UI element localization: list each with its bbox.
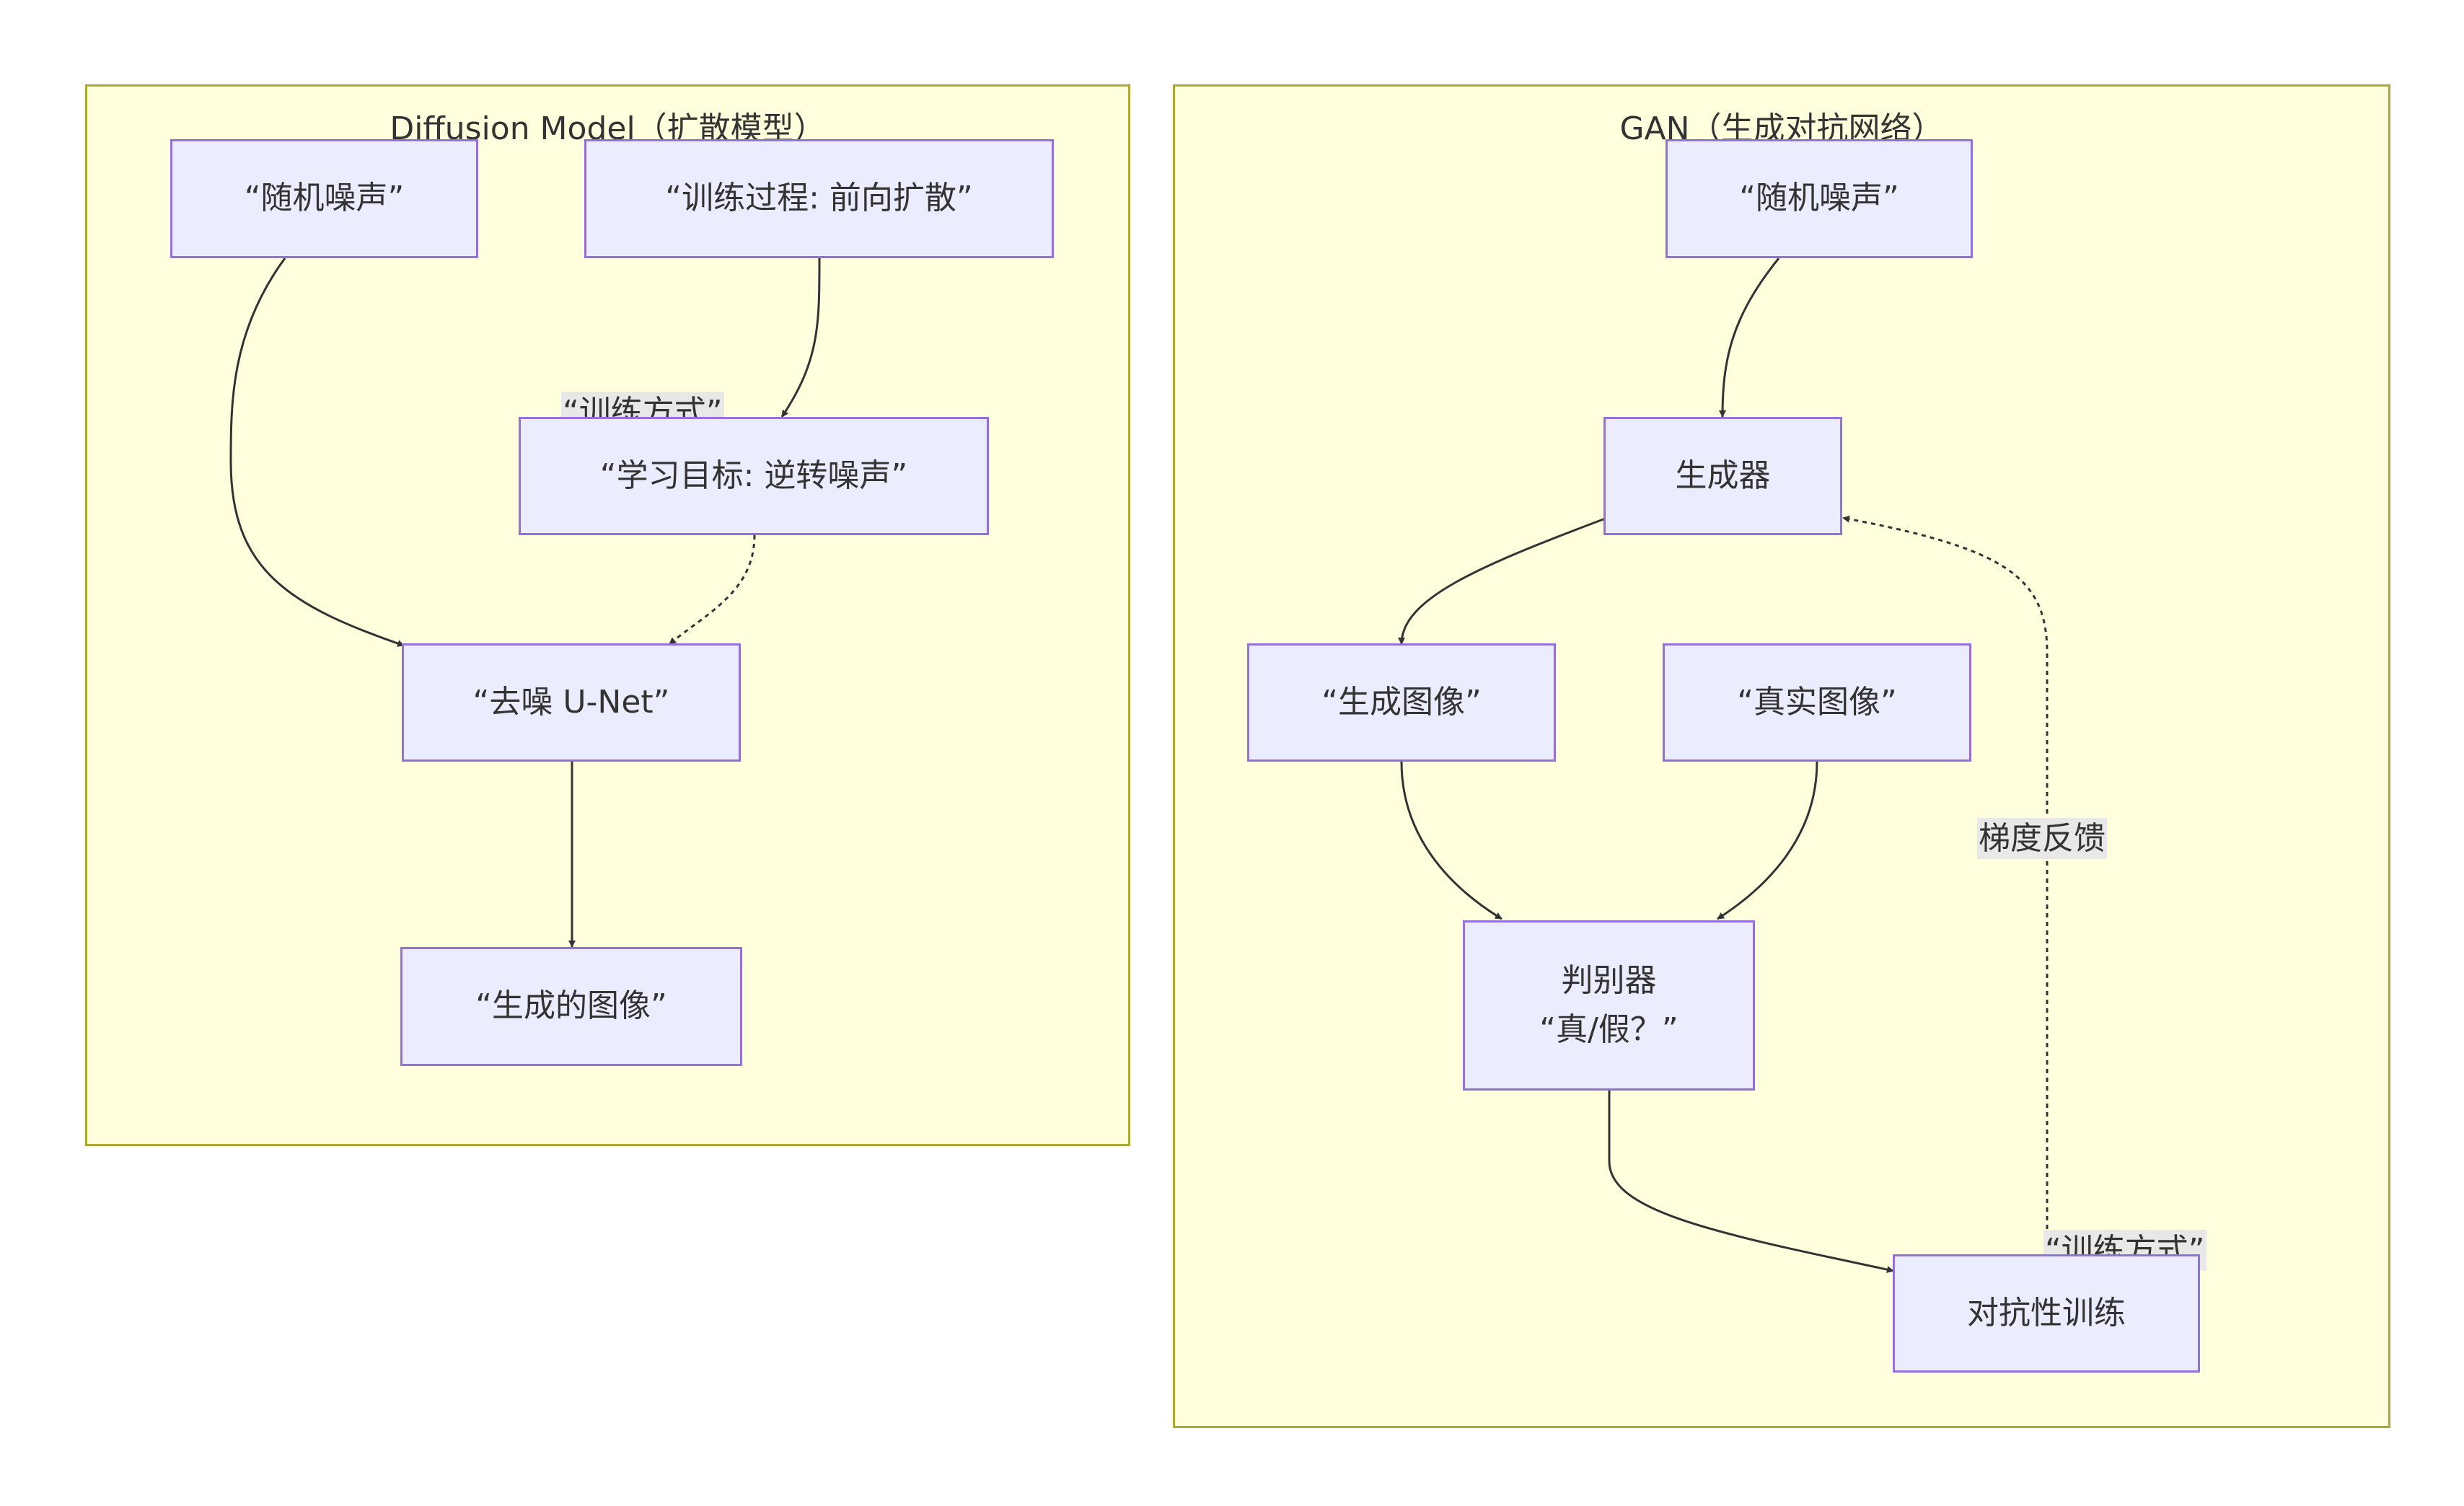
edge-real-image-to-discriminator [1717,761,1818,920]
edge-noise-to-unet [229,257,405,647]
gan-adversarial-training-node: 对抗性训练 [1893,1254,2200,1373]
diffusion-training-node: “训练过程: 前向扩散” [584,139,1054,258]
gan-noise-node: “随机噪声” [1666,139,1973,258]
edge-adversarial-to-generator [1842,515,2049,1255]
edge-discriminator-to-adversarial [1608,1091,1894,1274]
gan-discriminator-node: 判别器 “真/假？” [1463,920,1755,1091]
edge-objective-to-unet [669,534,756,646]
edge-generator-to-generated-image [1398,516,1608,645]
edge-generated-image-to-discriminator [1400,761,1502,920]
gan-gradient-feedback-label: 梯度反馈 [1977,818,2107,860]
diffusion-unet-node: “去噪 U-Net” [402,643,741,762]
diffusion-noise-node: “随机噪声” [170,139,478,258]
edge-gan-noise-to-generator [1719,257,1780,418]
gan-real-image-node: “真实图像” [1663,643,1971,762]
gan-generator-node: 生成器 [1603,417,1842,535]
diffusion-output-node: “生成的图像” [400,947,742,1066]
diffusion-objective-node: “学习目标: 逆转噪声” [519,417,989,535]
edge-training-to-objective [780,257,821,418]
gan-generated-image-node: “生成图像” [1247,643,1556,762]
